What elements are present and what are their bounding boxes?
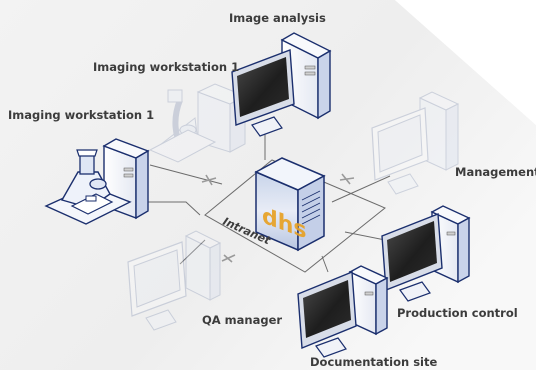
disconnect-markers	[201, 173, 355, 263]
image-analysis-node	[231, 32, 332, 137]
label-qa-manager: QA manager	[202, 313, 283, 327]
intranet-diamond	[204, 159, 386, 273]
label-imaging-workstation-front: Imaging workstation 1	[8, 108, 155, 122]
server-vent	[301, 190, 321, 225]
label-imaging-workstation-back: Imaging workstation 1	[93, 60, 240, 74]
label-documentation-site: Documentation site	[310, 355, 438, 369]
label-production-control: Production control	[397, 306, 518, 320]
qa-manager-node	[127, 230, 222, 331]
intranet-server-node: dhs	[254, 157, 326, 252]
background-diagonal	[395, 0, 536, 125]
production-control-node	[381, 205, 471, 302]
management-node	[371, 91, 460, 195]
label-image-analysis: Image analysis	[229, 11, 326, 25]
documentation-site-node	[297, 265, 389, 358]
imaging-workstation-front-node	[44, 138, 150, 225]
label-management: Management	[455, 165, 536, 179]
